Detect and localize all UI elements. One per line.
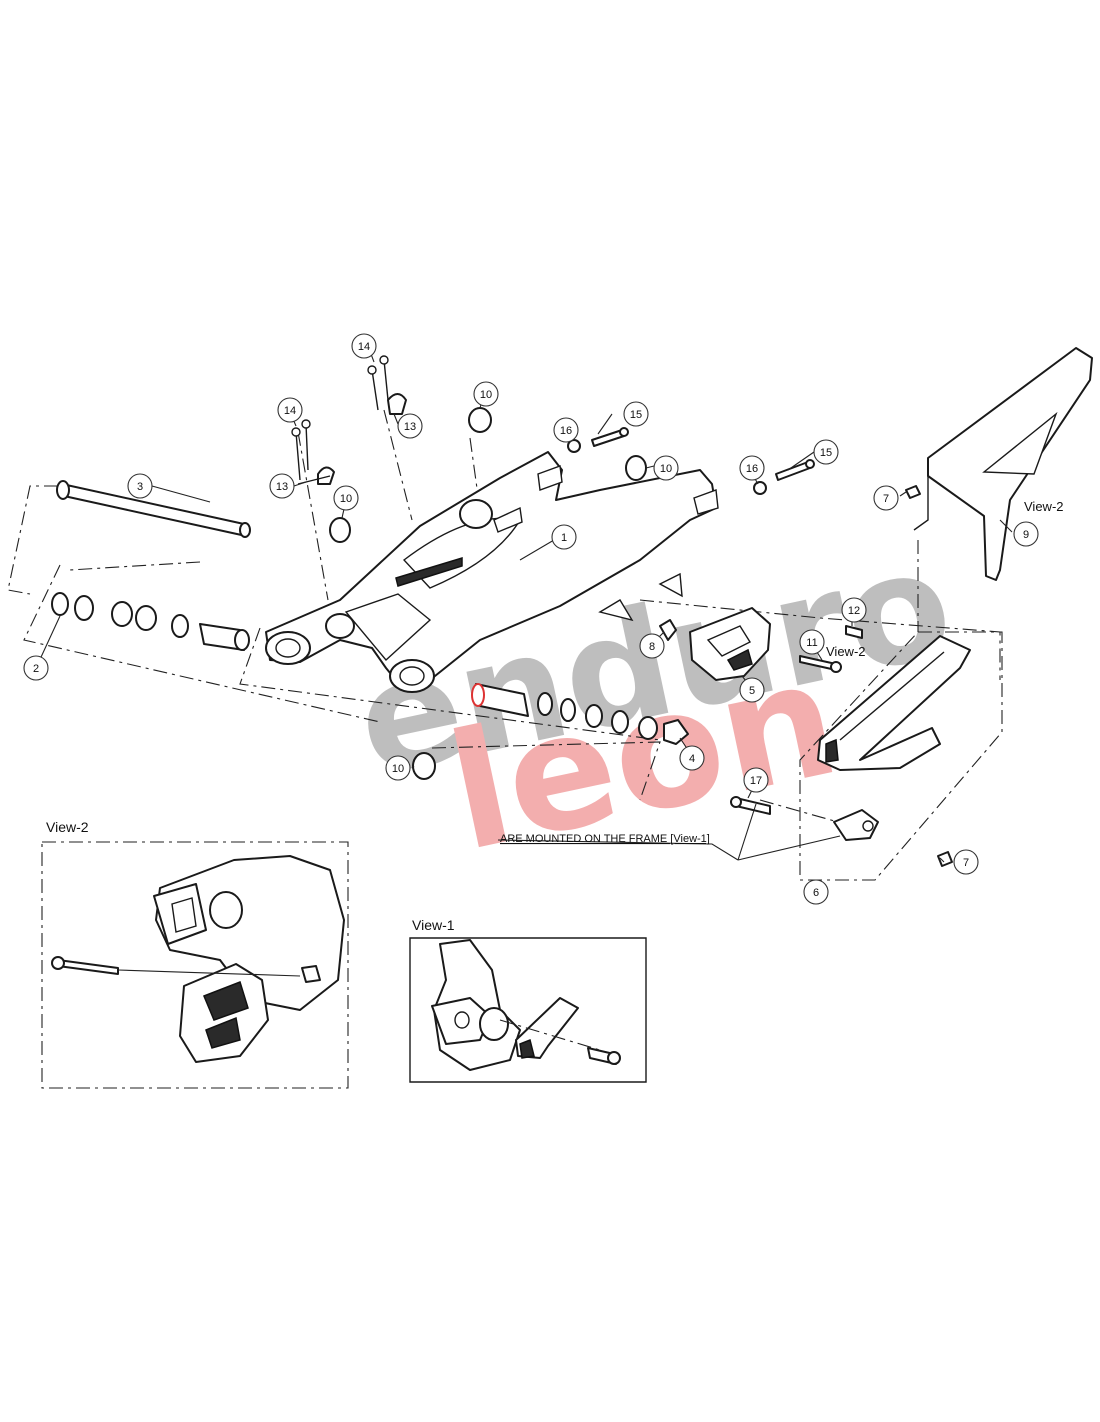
svg-text:3: 3 (137, 481, 143, 493)
bushings-and-clamps (291, 355, 647, 780)
view2-inset: View-2 (41, 819, 349, 1089)
callout-12: 12 (841, 597, 867, 623)
svg-text:15: 15 (820, 447, 832, 459)
svg-text:2: 2 (33, 663, 39, 675)
callout-16a: 16 (553, 417, 579, 443)
frame-mount-note: ARE MOUNTED ON THE FRAME [View-1] (500, 833, 710, 845)
svg-text:4: 4 (689, 753, 695, 765)
callout-7a: 7 (873, 485, 899, 511)
view1-inset: View-1 (409, 917, 647, 1083)
callout-9: 9 (1013, 521, 1039, 547)
callout-5: 5 (739, 677, 765, 703)
callouts: 1 2 3 4 5 6 7 7 8 9 10 10 10 10 11 12 13… (23, 333, 1039, 905)
view2-label-guide: View-2 (826, 644, 866, 659)
svg-text:14: 14 (358, 341, 370, 353)
axle (56, 480, 251, 538)
callout-15a: 15 (623, 401, 649, 427)
svg-text:7: 7 (883, 493, 889, 505)
callout-3: 3 (127, 473, 153, 499)
bolts-and-washers (567, 427, 815, 495)
swingarm (265, 451, 719, 693)
svg-text:14: 14 (284, 405, 296, 417)
view2-label-guard: View-2 (1024, 499, 1064, 514)
callout-10d: 10 (385, 755, 411, 781)
svg-text:13: 13 (276, 481, 288, 493)
svg-text:15: 15 (630, 409, 642, 421)
view2-inset-title: View-2 (46, 819, 89, 835)
callout-17: 17 (743, 767, 769, 793)
callout-13a: 13 (269, 473, 295, 499)
callout-7b: 7 (953, 849, 979, 875)
callout-8: 8 (639, 633, 665, 659)
svg-text:17: 17 (750, 775, 762, 787)
callout-10c: 10 (653, 455, 679, 481)
callout-10b: 10 (333, 485, 359, 511)
svg-text:1: 1 (561, 532, 567, 544)
svg-text:5: 5 (749, 685, 755, 697)
chain-slider (730, 635, 971, 867)
callout-1: 1 (551, 524, 577, 550)
svg-text:11: 11 (806, 637, 817, 649)
callout-6: 6 (803, 879, 829, 905)
svg-text:7: 7 (963, 857, 969, 869)
svg-text:9: 9 (1023, 529, 1029, 541)
callout-16b: 16 (739, 455, 765, 481)
bearing-set-left (51, 592, 250, 651)
chain-guard (905, 347, 1093, 581)
svg-text:16: 16 (560, 425, 572, 437)
callout-14b: 14 (351, 333, 377, 359)
callout-15b: 15 (813, 439, 839, 465)
svg-text:6: 6 (813, 887, 819, 899)
svg-text:13: 13 (404, 421, 416, 433)
svg-text:12: 12 (848, 605, 860, 617)
svg-text:10: 10 (480, 389, 492, 401)
callout-4: 4 (679, 745, 705, 771)
assembly-lines (7, 409, 1003, 881)
svg-text:8: 8 (649, 641, 655, 653)
callout-11: 11 (799, 629, 825, 655)
view1-inset-title: View-1 (412, 917, 455, 933)
callout-14a: 14 (277, 397, 303, 423)
callout-2: 2 (23, 655, 49, 681)
svg-text:10: 10 (340, 493, 352, 505)
chain-guide (659, 607, 863, 681)
svg-text:16: 16 (746, 463, 758, 475)
svg-text:10: 10 (392, 763, 404, 775)
bearing-set-right (471, 683, 689, 745)
callout-10a: 10 (473, 381, 499, 407)
svg-text:10: 10 (660, 463, 672, 475)
callout-13b: 13 (397, 413, 423, 439)
